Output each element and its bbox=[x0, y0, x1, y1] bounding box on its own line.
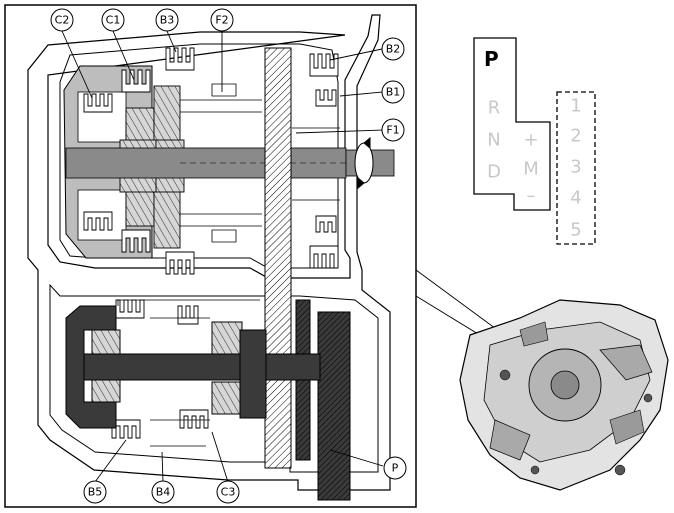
diagram-frame bbox=[4, 4, 417, 508]
transfer-drive-gear bbox=[264, 47, 292, 469]
internal-passages bbox=[117, 83, 340, 447]
callout-b2: B2 bbox=[381, 37, 405, 61]
shift-selector: P R N D + M – 1 2 3 4 5 bbox=[473, 37, 596, 245]
gear-1: 1 bbox=[570, 96, 581, 117]
output-shaft bbox=[83, 353, 321, 381]
callout-b5: B5 bbox=[83, 480, 107, 504]
selector-neutral: N bbox=[487, 130, 500, 151]
svg-text:B4: B4 bbox=[156, 486, 171, 499]
svg-text:C2: C2 bbox=[55, 14, 70, 27]
selector-gate-outline bbox=[473, 37, 551, 211]
selector-plus: + bbox=[523, 130, 538, 151]
selector-drive: D bbox=[487, 162, 501, 183]
svg-text:B1: B1 bbox=[386, 86, 401, 99]
final-drive-ring-gear bbox=[317, 311, 351, 501]
gear-4: 4 bbox=[570, 188, 581, 209]
callout-b1: B1 bbox=[381, 80, 405, 104]
selector-manual: M bbox=[523, 159, 539, 180]
callout-leaders bbox=[61, 30, 384, 483]
callout-c1: C1 bbox=[101, 8, 125, 32]
callout-b4: B4 bbox=[151, 480, 175, 504]
svg-text:C3: C3 bbox=[221, 486, 236, 499]
callout-f1: F1 bbox=[381, 118, 405, 142]
callout-p: P bbox=[383, 456, 407, 480]
svg-text:B3: B3 bbox=[160, 14, 175, 27]
gear-5: 5 bbox=[570, 220, 581, 241]
svg-text:F2: F2 bbox=[215, 14, 228, 27]
svg-text:B5: B5 bbox=[88, 486, 103, 499]
gear-3: 3 bbox=[570, 157, 581, 178]
callout-c2: C2 bbox=[50, 8, 74, 32]
rotation-arrow-icon bbox=[354, 136, 374, 190]
svg-text:B2: B2 bbox=[386, 43, 401, 56]
transmission-photo bbox=[459, 299, 669, 491]
callout-f2: F2 bbox=[210, 8, 234, 32]
callout-c3: C3 bbox=[216, 480, 240, 504]
selector-minus: – bbox=[527, 186, 536, 207]
svg-text:P: P bbox=[392, 462, 399, 475]
svg-text:F1: F1 bbox=[386, 124, 399, 137]
manual-gear-box bbox=[556, 91, 596, 245]
selector-reverse: R bbox=[488, 98, 501, 119]
callout-b3: B3 bbox=[155, 8, 179, 32]
svg-text:C1: C1 bbox=[106, 14, 121, 27]
lower-planetary-assembly bbox=[65, 305, 321, 429]
selector-park: P bbox=[484, 47, 499, 71]
gear-2: 2 bbox=[570, 126, 581, 147]
